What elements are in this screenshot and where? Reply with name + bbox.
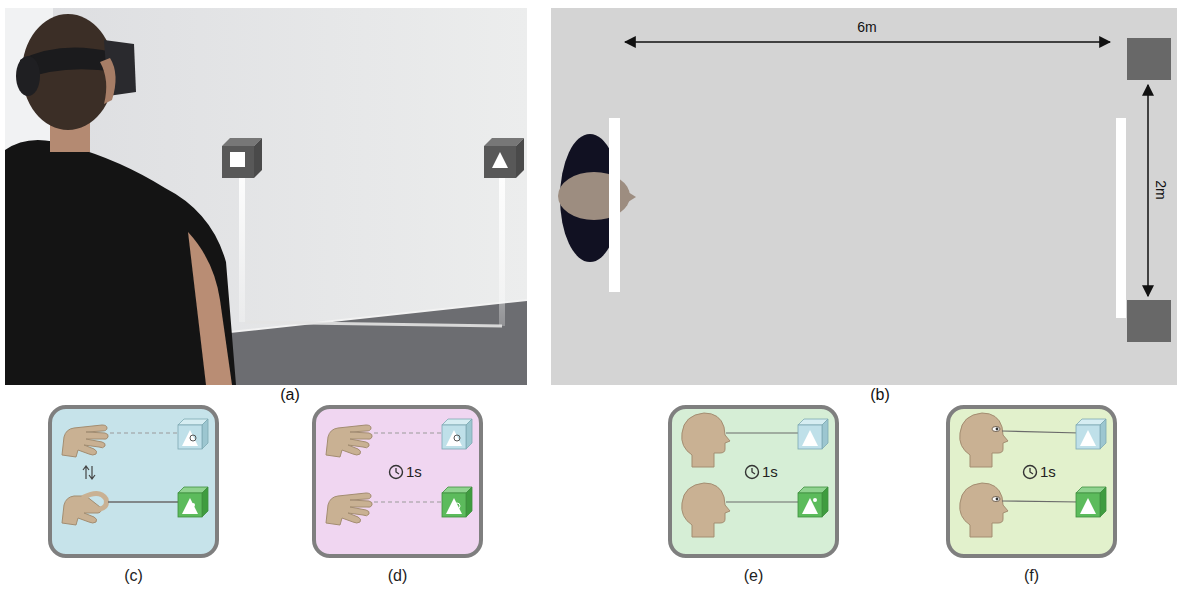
ray-line [374, 501, 446, 502]
triangle-symbol [492, 152, 508, 168]
switch-arrow [83, 466, 89, 479]
cube-icon [798, 487, 828, 517]
panel-caption: (a) [250, 385, 330, 405]
hand-icon [326, 425, 372, 457]
pinch-icon-group [62, 419, 208, 525]
ray-line [1002, 501, 1080, 502]
virtual-pole [239, 168, 245, 322]
ray-line [374, 432, 446, 433]
head-gaze-icon-group [682, 413, 828, 537]
duration-label: 1s [1040, 463, 1056, 481]
ray-line [110, 432, 182, 433]
ray-line [108, 501, 182, 502]
clock-icon [746, 466, 759, 479]
photo [5, 8, 527, 385]
dimension-arrow [625, 41, 1110, 43]
clock-icon [390, 466, 403, 479]
clock-icon [1024, 466, 1037, 479]
head-icon [960, 483, 1008, 537]
room-floor [551, 8, 1177, 385]
cursor-ring [454, 435, 460, 441]
eye-icon [992, 497, 1000, 502]
cursor-ring [454, 503, 460, 509]
condition-panel: 1s(e) [668, 405, 839, 558]
cube-icon [1076, 419, 1106, 449]
cube-icon [798, 419, 828, 449]
virtual-cube [222, 138, 262, 178]
target-block [1127, 38, 1171, 80]
eye-gaze-icon-group [960, 413, 1106, 537]
dimension-arrow [1147, 85, 1149, 296]
dwell-hand-icon-group [326, 419, 472, 525]
head-icon [682, 483, 730, 537]
panel-caption: (f) [946, 566, 1117, 586]
cursor-ring [190, 435, 196, 441]
square-symbol [230, 152, 245, 167]
ray-line [1002, 431, 1080, 433]
hand-icon [326, 493, 372, 525]
ray-line [726, 501, 802, 502]
cursor-dot [813, 498, 817, 502]
hand-icon [62, 493, 106, 525]
condition-panel: 1s(f) [946, 405, 1117, 558]
participant [5, 14, 236, 385]
cube-icon [1076, 487, 1106, 517]
cube-icon [442, 419, 472, 449]
cube-icon [178, 419, 208, 449]
headset-back [16, 56, 40, 96]
panel-caption: (c) [48, 566, 219, 586]
eye-pupil [996, 498, 999, 501]
duration-label: 1s [406, 463, 422, 481]
start-line [609, 118, 620, 292]
condition-panel: (c) [48, 405, 219, 558]
virtual-pole [499, 168, 505, 326]
condition-panel: 1s(d) [312, 405, 483, 558]
duration-label: 1s [762, 463, 778, 481]
dimension-label: 6m [827, 17, 907, 37]
head-icon [960, 413, 1008, 467]
eye-pupil [996, 428, 999, 431]
cube-icon [178, 487, 208, 517]
switch-arrow [89, 466, 95, 479]
target-line [1116, 118, 1126, 318]
virtual-cube [484, 138, 524, 178]
eye-icon [992, 427, 1000, 432]
head-icon [682, 413, 730, 467]
floor-line [245, 322, 502, 326]
panel-caption: (e) [668, 566, 839, 586]
cube-icon [442, 487, 472, 517]
panel-caption: (d) [312, 566, 483, 586]
dimension-label: 2m [1151, 150, 1171, 230]
wall [5, 8, 527, 385]
ray-line [726, 432, 802, 433]
hand-icon [62, 425, 108, 457]
panel-caption: (b) [840, 385, 920, 405]
cursor-dot [191, 503, 195, 507]
top-view-plan [551, 8, 1177, 385]
participant-nose [628, 192, 636, 202]
target-block [1127, 300, 1171, 342]
